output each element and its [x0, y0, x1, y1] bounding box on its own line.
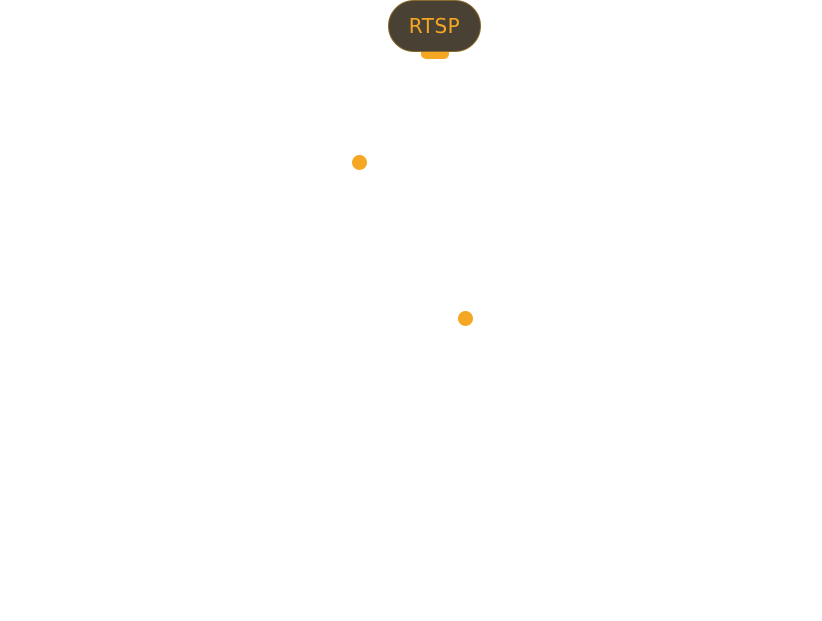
rtsp-node-pill[interactable]: RTSP [388, 0, 481, 52]
node-output-handle[interactable] [421, 52, 449, 59]
connection-point-1[interactable] [352, 155, 367, 170]
connection-point-2[interactable] [458, 311, 473, 326]
rtsp-node-label: RTSP [408, 14, 461, 38]
rtsp-node[interactable]: RTSP [388, 0, 483, 60]
